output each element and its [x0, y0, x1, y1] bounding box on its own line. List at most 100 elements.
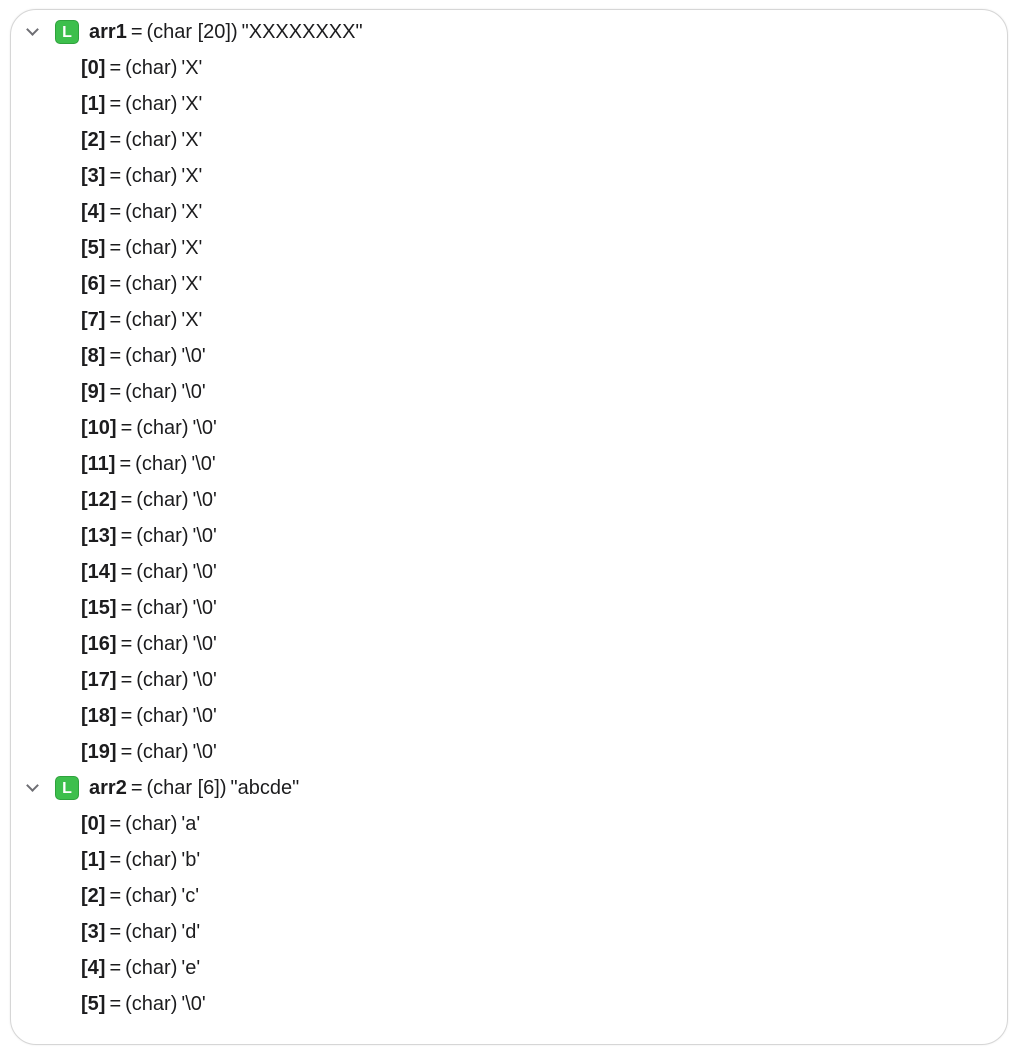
- equals-sign: =: [130, 777, 143, 799]
- equals-sign: =: [109, 813, 122, 835]
- variable-value: "XXXXXXXX": [241, 21, 363, 43]
- element-type: (char): [125, 885, 178, 907]
- element-value: 'X': [181, 57, 203, 79]
- element-value: 'X': [181, 201, 203, 223]
- element-type: (char): [125, 813, 178, 835]
- equals-sign: =: [109, 273, 122, 295]
- element-index: [7]: [81, 309, 106, 331]
- element-row[interactable]: [15]=(char)'\0': [11, 590, 1007, 626]
- element-row[interactable]: [0]=(char)'X': [11, 50, 1007, 86]
- element-row[interactable]: [10]=(char)'\0': [11, 410, 1007, 446]
- element-row[interactable]: [9]=(char)'\0': [11, 374, 1007, 410]
- element-row[interactable]: [4]=(char)'e': [11, 950, 1007, 986]
- element-type: (char): [136, 525, 189, 547]
- equals-sign: =: [109, 381, 122, 403]
- equals-sign: =: [120, 525, 133, 547]
- element-value: '\0': [181, 993, 206, 1015]
- element-index: [16]: [81, 633, 117, 655]
- chevron-down-icon[interactable]: [25, 770, 43, 806]
- element-index: [18]: [81, 705, 117, 727]
- element-row[interactable]: [5]=(char)'X': [11, 230, 1007, 266]
- element-row[interactable]: [18]=(char)'\0': [11, 698, 1007, 734]
- element-type: (char): [136, 417, 189, 439]
- equals-sign: =: [109, 921, 122, 943]
- element-index: [4]: [81, 957, 106, 979]
- element-index: [8]: [81, 345, 106, 367]
- element-type: (char): [125, 849, 178, 871]
- element-type: (char): [125, 93, 178, 115]
- variable-name: arr2: [89, 777, 127, 799]
- equals-sign: =: [109, 309, 122, 331]
- element-row[interactable]: [6]=(char)'X': [11, 266, 1007, 302]
- element-index: [1]: [81, 849, 106, 871]
- element-row[interactable]: [3]=(char)'X': [11, 158, 1007, 194]
- equals-sign: =: [120, 633, 133, 655]
- element-type: (char): [136, 633, 189, 655]
- element-row[interactable]: [2]=(char)'c': [11, 878, 1007, 914]
- element-index: [17]: [81, 669, 117, 691]
- equals-sign: =: [109, 93, 122, 115]
- equals-sign: =: [109, 57, 122, 79]
- element-row[interactable]: [11]=(char)'\0': [11, 446, 1007, 482]
- element-index: [2]: [81, 129, 106, 151]
- element-index: [15]: [81, 597, 117, 619]
- element-value: 'X': [181, 93, 203, 115]
- element-value: 'e': [181, 957, 201, 979]
- element-row[interactable]: [14]=(char)'\0': [11, 554, 1007, 590]
- element-value: '\0': [191, 453, 216, 475]
- element-value: '\0': [192, 417, 217, 439]
- element-value: '\0': [192, 705, 217, 727]
- element-type: (char): [125, 237, 178, 259]
- element-value: '\0': [192, 489, 217, 511]
- variable-type: (char [20]): [146, 21, 238, 43]
- element-value: '\0': [181, 345, 206, 367]
- element-row[interactable]: [2]=(char)'X': [11, 122, 1007, 158]
- element-type: (char): [136, 489, 189, 511]
- element-index: [11]: [81, 453, 116, 475]
- element-row[interactable]: [1]=(char)'X': [11, 86, 1007, 122]
- equals-sign: =: [120, 489, 133, 511]
- element-value: 'X': [181, 129, 203, 151]
- element-row[interactable]: [16]=(char)'\0': [11, 626, 1007, 662]
- equals-sign: =: [109, 345, 122, 367]
- element-type: (char): [125, 381, 178, 403]
- equals-sign: =: [130, 21, 143, 43]
- element-row[interactable]: [12]=(char)'\0': [11, 482, 1007, 518]
- element-type: (char): [125, 345, 178, 367]
- local-variable-icon: L: [55, 776, 79, 800]
- element-value: '\0': [192, 561, 217, 583]
- equals-sign: =: [109, 885, 122, 907]
- local-variable-icon: L: [55, 20, 79, 44]
- element-row[interactable]: [3]=(char)'d': [11, 914, 1007, 950]
- element-row[interactable]: [1]=(char)'b': [11, 842, 1007, 878]
- chevron-down-icon[interactable]: [25, 14, 43, 50]
- equals-sign: =: [109, 237, 122, 259]
- element-value: 'a': [181, 813, 201, 835]
- equals-sign: =: [119, 453, 132, 475]
- element-row[interactable]: [13]=(char)'\0': [11, 518, 1007, 554]
- element-row[interactable]: [7]=(char)'X': [11, 302, 1007, 338]
- equals-sign: =: [120, 417, 133, 439]
- equals-sign: =: [120, 561, 133, 583]
- element-value: '\0': [192, 741, 217, 763]
- element-row[interactable]: [19]=(char)'\0': [11, 734, 1007, 770]
- element-row[interactable]: [4]=(char)'X': [11, 194, 1007, 230]
- element-value: 'b': [181, 849, 201, 871]
- element-row[interactable]: [5]=(char)'\0': [11, 986, 1007, 1022]
- element-row[interactable]: [17]=(char)'\0': [11, 662, 1007, 698]
- element-value: 'X': [181, 309, 203, 331]
- element-index: [1]: [81, 93, 106, 115]
- element-type: (char): [125, 129, 178, 151]
- element-index: [5]: [81, 993, 106, 1015]
- element-value: 'X': [181, 165, 203, 187]
- element-row[interactable]: [0]=(char)'a': [11, 806, 1007, 842]
- variable-type: (char [6]): [146, 777, 227, 799]
- element-row[interactable]: [8]=(char)'\0': [11, 338, 1007, 374]
- element-index: [9]: [81, 381, 106, 403]
- equals-sign: =: [120, 597, 133, 619]
- element-index: [3]: [81, 921, 106, 943]
